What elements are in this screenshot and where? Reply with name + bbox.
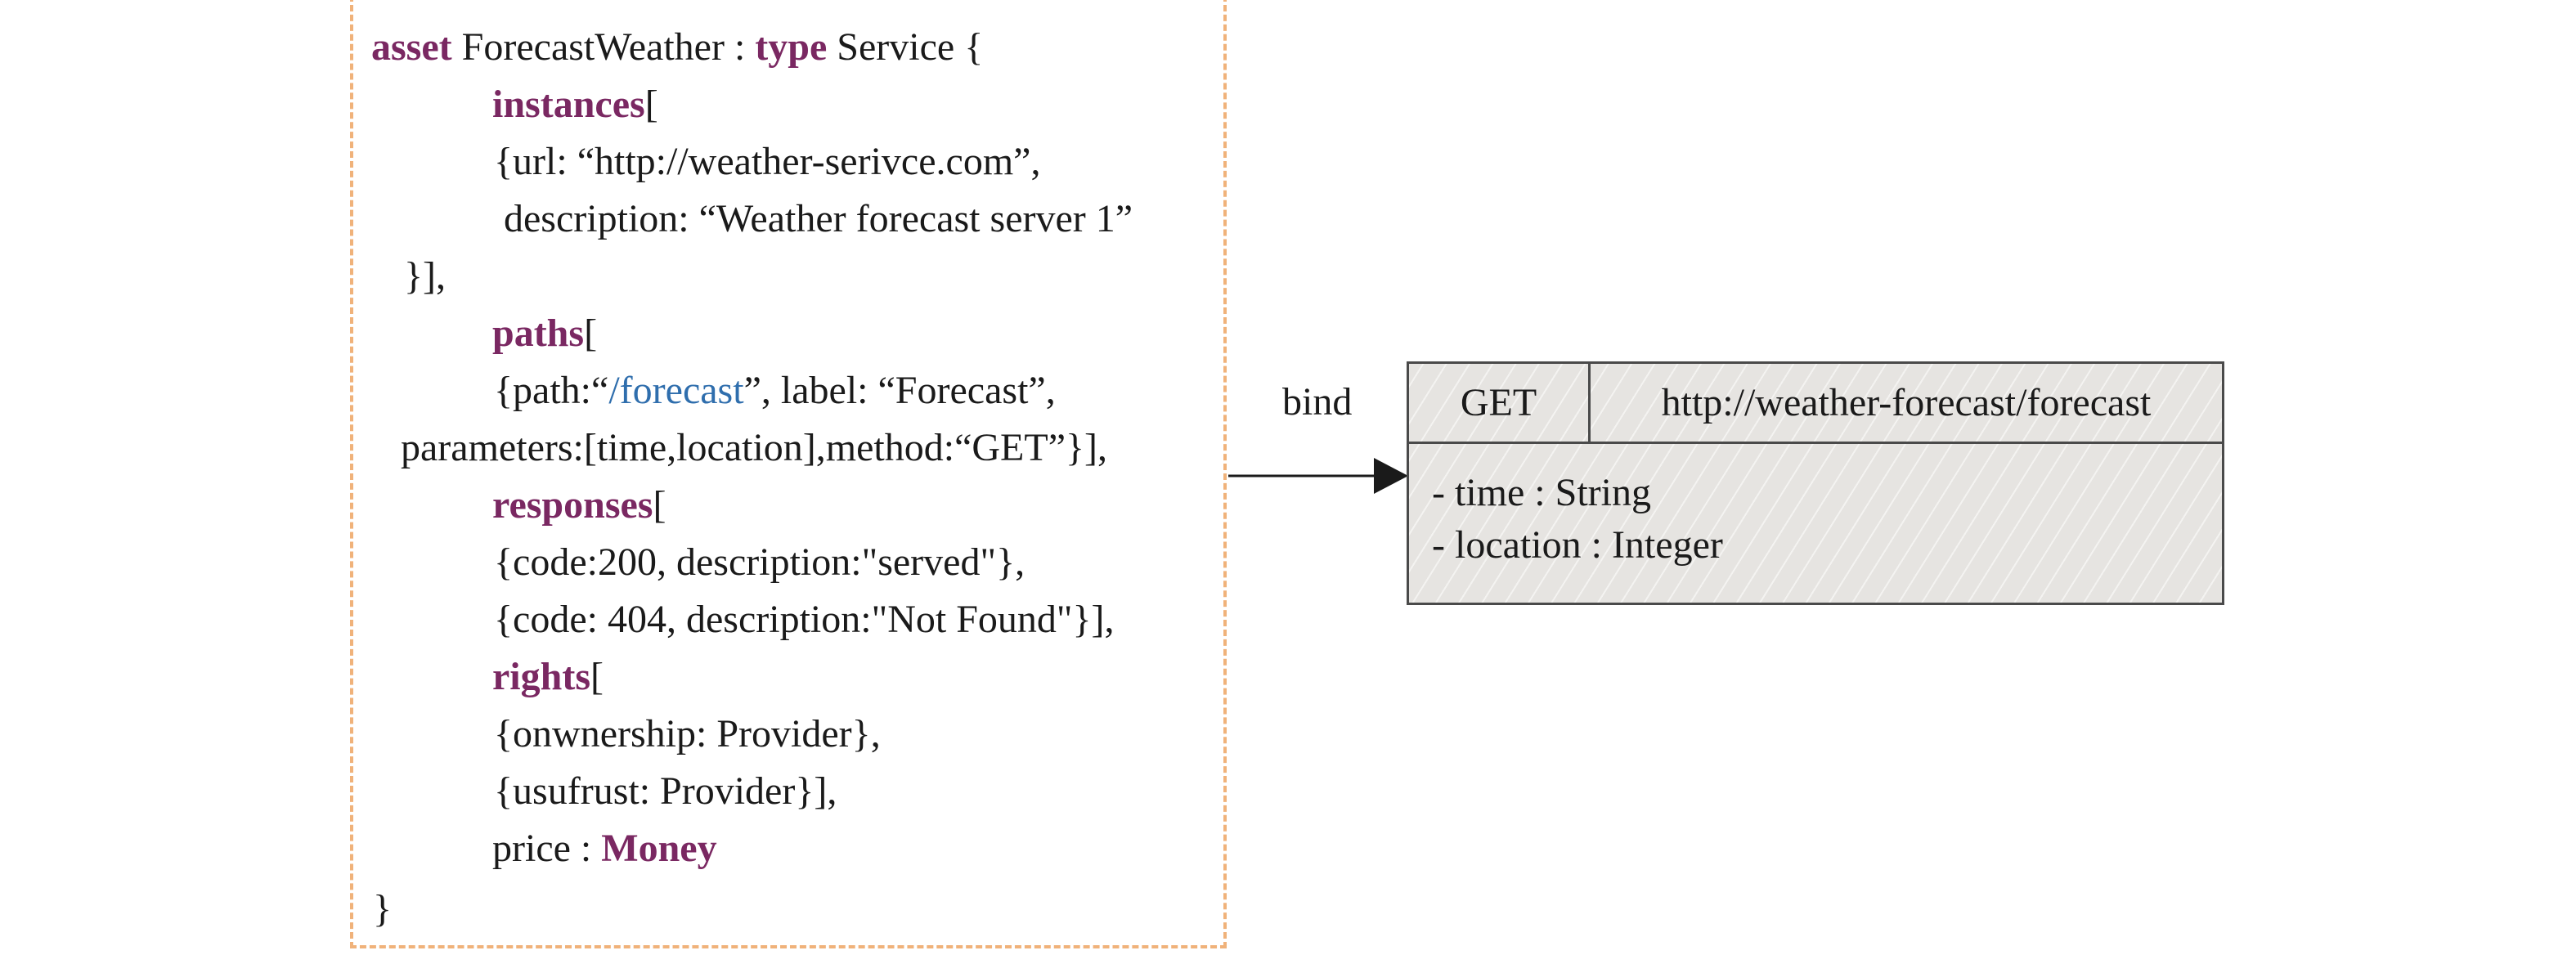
instances-bracket: [ bbox=[644, 83, 658, 126]
asset-type: Service { bbox=[827, 25, 984, 69]
paths-line: paths[ bbox=[492, 314, 597, 353]
price-line: price : Money bbox=[492, 829, 717, 868]
response-404-line: {code: 404, description:"Not Found"}], bbox=[494, 598, 1115, 641]
response-200-line: {code:200, description:"served"}, bbox=[494, 540, 1025, 584]
path-parameters-line: parameters:[time,location],method:“GET”}… bbox=[401, 426, 1108, 469]
endpoint-method: GET bbox=[1409, 364, 1591, 442]
keyword-money: Money bbox=[601, 827, 717, 870]
endpoint-param-location: - location : Integer bbox=[1432, 523, 1723, 567]
keyword-instances: instances bbox=[492, 83, 645, 126]
path-link: /forecast bbox=[608, 369, 744, 412]
price-label: price : bbox=[492, 827, 602, 870]
keyword-rights: rights bbox=[492, 655, 590, 698]
right-ownership-line: {onwnership: Provider}, bbox=[494, 712, 881, 755]
endpoint-box: GET http://weather-forecast/forecast - t… bbox=[1407, 361, 2224, 605]
instances-line: instances[ bbox=[492, 85, 658, 124]
asset-definition-box bbox=[350, 0, 1227, 948]
path-line: {path:“/forecast”, label: “Forecast”, bbox=[494, 371, 1056, 410]
paths-bracket: [ bbox=[584, 312, 598, 355]
instance-url-line: {url: “http://weather-serivce.com”, bbox=[494, 140, 1041, 183]
instances-close-line: }], bbox=[404, 254, 447, 298]
rights-line: rights[ bbox=[492, 657, 604, 697]
bind-arrowhead bbox=[1374, 458, 1408, 494]
path-suffix: ”, label: “Forecast”, bbox=[743, 369, 1056, 412]
rights-bracket: [ bbox=[590, 655, 604, 698]
path-prefix: {path:“ bbox=[494, 369, 609, 412]
bind-label: bind bbox=[1282, 380, 1353, 424]
keyword-responses: responses bbox=[492, 483, 653, 527]
endpoint-param-time: - time : String bbox=[1432, 471, 1651, 514]
endpoint-url: http://weather-forecast/forecast bbox=[1661, 381, 2152, 424]
asset-name: ForecastWeather : bbox=[451, 25, 756, 69]
responses-line: responses[ bbox=[492, 486, 666, 525]
responses-bracket: [ bbox=[653, 483, 666, 527]
instance-description-line: description: “Weather forecast server 1” bbox=[504, 197, 1133, 240]
endpoint-header: GET http://weather-forecast/forecast bbox=[1409, 364, 2222, 444]
keyword-type: type bbox=[755, 25, 828, 69]
asset-declaration-line: asset ForecastWeather : type Service { bbox=[371, 28, 983, 67]
keyword-asset: asset bbox=[371, 25, 452, 69]
keyword-paths: paths bbox=[492, 312, 585, 355]
closing-brace-line: } bbox=[373, 887, 393, 930]
right-usufrust-line: {usufrust: Provider}], bbox=[494, 769, 837, 813]
